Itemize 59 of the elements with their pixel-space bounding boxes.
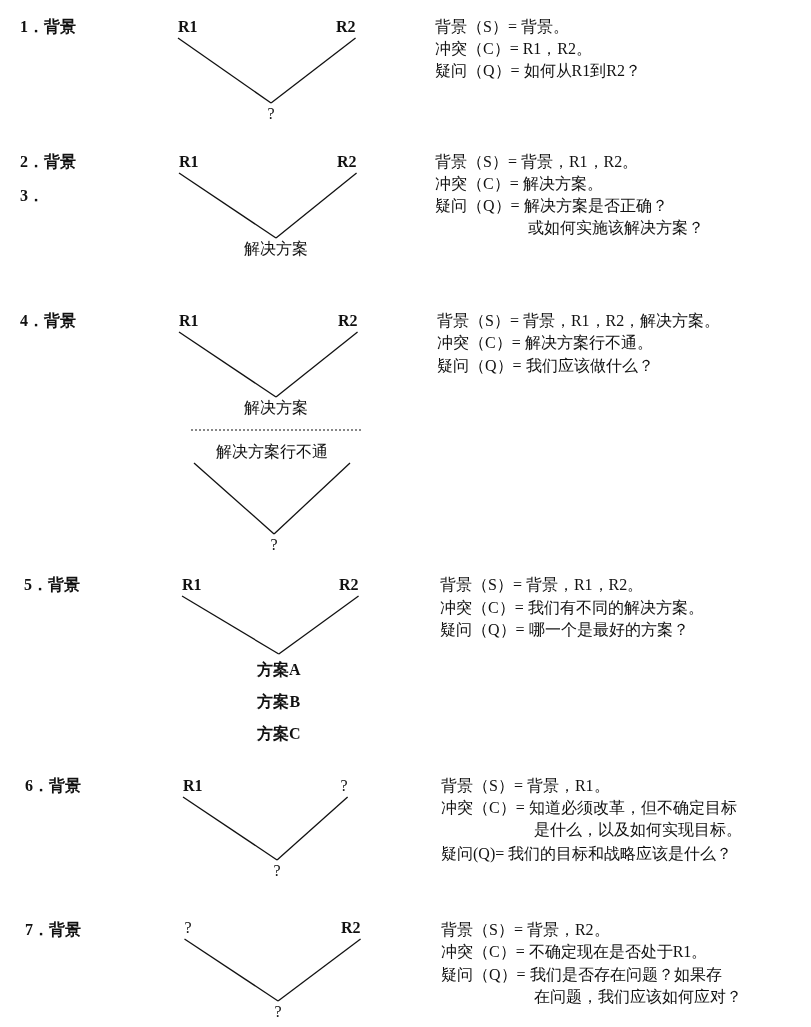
connector-line [273, 462, 351, 535]
connector-line [277, 938, 362, 1002]
pattern-label: 2．背景 [20, 152, 76, 172]
pattern-label: 4．背景 [20, 311, 76, 331]
connector-line [278, 595, 360, 655]
scq-text: 背景（S）= 背景，R1，R2。 [435, 152, 639, 172]
state-label: R1 [182, 574, 202, 596]
connector-line [270, 37, 357, 104]
state-label: R2 [339, 574, 359, 596]
question-mark: ? [184, 917, 192, 939]
pattern-label: 1．背景 [20, 17, 76, 37]
option-list: 方案A 方案B 方案C [257, 654, 301, 750]
connector-line [178, 331, 277, 398]
question-mark: ? [274, 1001, 282, 1023]
state-label: R2 [336, 16, 356, 38]
connector-line [276, 796, 349, 861]
scq-text: 冲突（C）= 解决方案。 [435, 174, 603, 194]
pattern-label: 7．背景 [25, 920, 81, 940]
question-mark: ? [267, 103, 275, 125]
state-label: R1 [178, 16, 198, 38]
scq-text: 冲突（C）= 我们有不同的解决方案。 [440, 598, 704, 618]
pattern-number: 3． [20, 186, 44, 206]
scq-text: 疑问（Q）= 哪一个是最好的方案？ [440, 620, 689, 640]
connector-line [181, 595, 280, 655]
scq-text: 冲突（C）= 知道必须改革，但不确定目标是什么，以及如何实现目标。 [441, 798, 742, 840]
connector-line [182, 796, 278, 861]
failure-label: 解决方案行不通 [194, 441, 350, 463]
connector-line [275, 331, 359, 398]
scq-text: 疑问（Q）= 我们应该做什么？ [437, 356, 654, 376]
scq-text: 疑问（Q）= 我们是否存在问题？如果存在问题，我们应该如何应对？ [441, 965, 742, 1007]
scq-text: 背景（S）= 背景，R1。 [441, 776, 610, 796]
connector-line [193, 462, 275, 535]
pattern-label: 5．背景 [24, 575, 80, 595]
question-mark: ? [273, 860, 281, 882]
scq-text: 疑问（Q）= 解决方案是否正确？或如何实施该解决方案？ [435, 196, 704, 238]
state-label: R1 [183, 775, 203, 797]
state-label: R2 [337, 151, 357, 173]
solution-label: 解决方案 [244, 238, 308, 260]
state-label: R2 [341, 917, 361, 939]
scq-text: 背景（S）= 背景，R1，R2，解决方案。 [437, 311, 721, 331]
scq-text: 背景（S）= 背景，R2。 [441, 920, 610, 940]
state-label: R1 [179, 151, 199, 173]
scq-text: 冲突（C）= 不确定现在是否处于R1。 [441, 942, 708, 962]
scq-text: 背景（S）= 背景。 [435, 17, 569, 37]
scq-text: 疑问(Q)= 我们的目标和战略应该是什么？ [441, 844, 733, 865]
connector-line [183, 938, 279, 1002]
connector-line [178, 172, 277, 239]
scq-text: 背景（S）= 背景，R1，R2。 [440, 575, 644, 595]
solution-label: 解决方案 [244, 397, 308, 419]
scq-text: 冲突（C）= 解决方案行不通。 [437, 333, 653, 353]
state-label: R2 [338, 310, 358, 332]
question-mark: ? [270, 534, 278, 556]
connector-line [275, 172, 358, 239]
scq-text: 冲突（C）= R1，R2。 [435, 39, 593, 59]
question-mark: ? [340, 775, 348, 797]
state-label: R1 [179, 310, 199, 332]
connector-line [177, 37, 272, 104]
scq-text: 疑问（Q）= 如何从R1到R2？ [435, 61, 641, 81]
pattern-label: 6．背景 [25, 776, 81, 796]
